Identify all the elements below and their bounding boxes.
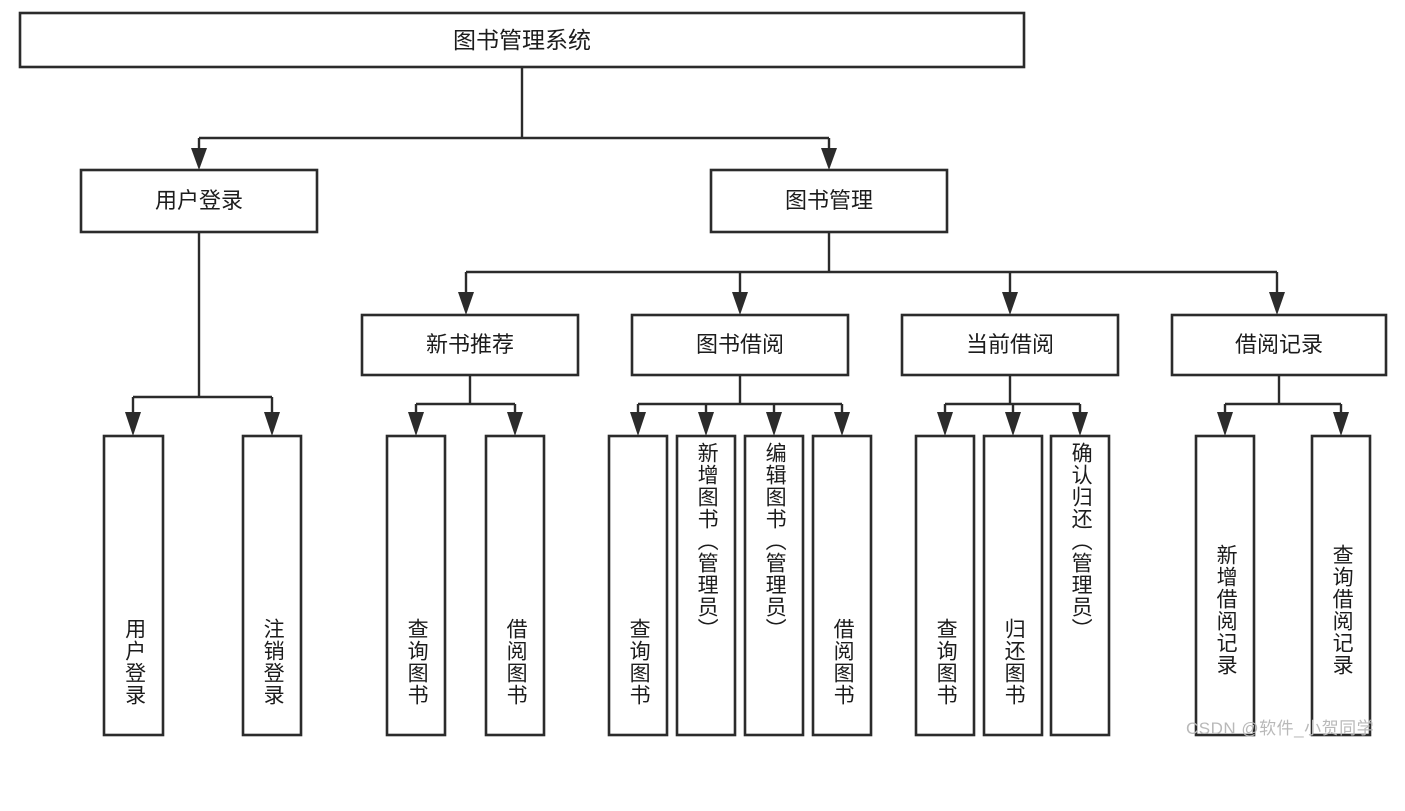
- node-box-leaf-query-book-cur[interactable]: [914, 434, 976, 737]
- node-box-leaf-user-login[interactable]: [102, 434, 165, 737]
- arrow-head-new-book-rec: [458, 292, 474, 315]
- node-box-leaf-query-book-borrow[interactable]: [607, 434, 669, 737]
- arrow-head-leaf-user-login: [125, 412, 141, 436]
- node-label-user-login: 用户登录: [155, 188, 243, 213]
- arrow-head-leaf-query-record: [1333, 412, 1349, 436]
- node-box-leaf-confirm-return[interactable]: [1049, 434, 1111, 737]
- arrow-head-leaf-borrow-book-rec: [507, 412, 523, 436]
- node-box-user-login[interactable]: [79, 168, 319, 234]
- node-box-leaf-query-book-rec[interactable]: [385, 434, 447, 737]
- node-box-book-manage[interactable]: [709, 168, 949, 234]
- node-label-new-book-rec: 新书推荐: [426, 332, 514, 357]
- node-box-leaf-add-book[interactable]: [675, 434, 737, 737]
- node-box-leaf-borrow-book[interactable]: [811, 434, 873, 737]
- flowchart-canvas: 图书管理系统 用户登录 图书管理 新书推荐 图书借阅 当前借阅 借阅记录: [18, 11, 1388, 738]
- arrow-head-leaf-query-book-cur: [937, 412, 953, 436]
- arrow-head-book-manage: [821, 148, 837, 170]
- arrow-head-leaf-return-book: [1005, 412, 1021, 436]
- node-label-book-borrow: 图书借阅: [696, 332, 784, 357]
- flowchart-svg: 图书管理系统 用户登录 图书管理 新书推荐 图书借阅 当前借阅 借阅记录: [18, 11, 1388, 737]
- arrow-head-leaf-edit-book: [766, 412, 782, 436]
- arrow-head-borrow-record: [1269, 292, 1285, 315]
- arrow-head-user-login: [191, 148, 207, 170]
- node-label-book-manage: 图书管理: [785, 188, 873, 213]
- node-box-leaf-return-book[interactable]: [982, 434, 1044, 737]
- arrow-head-leaf-user-logout: [264, 412, 280, 436]
- node-box-leaf-query-record[interactable]: [1310, 434, 1372, 737]
- arrow-head-leaf-add-record: [1217, 412, 1233, 436]
- arrow-head-leaf-add-book: [698, 412, 714, 436]
- connector-layer: [125, 67, 1349, 436]
- node-layer: 图书管理系统 用户登录 图书管理 新书推荐 图书借阅 当前借阅 借阅记录: [18, 11, 1388, 737]
- node-box-root[interactable]: [18, 11, 1026, 69]
- node-box-borrow-record[interactable]: [1170, 313, 1388, 377]
- node-box-book-borrow[interactable]: [630, 313, 850, 377]
- node-box-leaf-edit-book[interactable]: [743, 434, 805, 737]
- arrow-head-book-borrow: [732, 292, 748, 315]
- node-box-leaf-user-logout[interactable]: [241, 434, 303, 737]
- node-label-root: 图书管理系统: [453, 27, 591, 53]
- node-box-current-borrow[interactable]: [900, 313, 1120, 377]
- csdn-watermark: CSDN @软件_小贺同学: [1186, 719, 1375, 738]
- node-label-current-borrow: 当前借阅: [966, 332, 1054, 357]
- node-box-new-book-rec[interactable]: [360, 313, 580, 377]
- node-box-leaf-borrow-book-rec[interactable]: [484, 434, 546, 737]
- arrow-head-leaf-query-book-rec: [408, 412, 424, 436]
- node-label-borrow-record: 借阅记录: [1235, 332, 1323, 357]
- node-box-leaf-add-record[interactable]: [1194, 434, 1256, 737]
- arrow-head-current-borrow: [1002, 292, 1018, 315]
- arrow-head-leaf-borrow-book: [834, 412, 850, 436]
- arrow-head-leaf-confirm-return: [1072, 412, 1088, 436]
- arrow-head-leaf-query-book-borrow: [630, 412, 646, 436]
